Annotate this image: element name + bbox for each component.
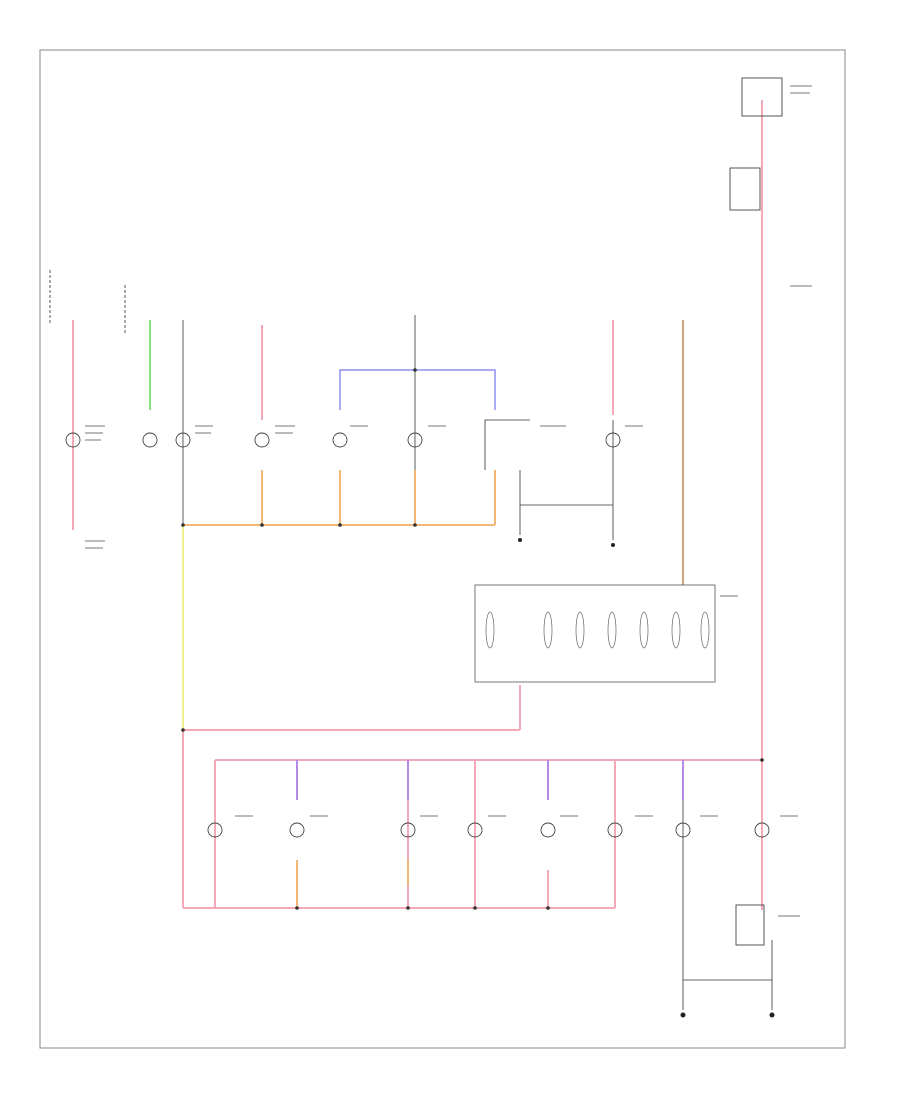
lamp-icon: [289, 822, 305, 838]
label-mark: [310, 815, 328, 817]
switch-icon: [735, 904, 765, 946]
ground-icon: [611, 543, 615, 547]
lamp-icon: [605, 432, 621, 448]
lamp-icon: [675, 822, 691, 838]
lamps: [65, 432, 770, 838]
lamp-icon: [254, 432, 270, 448]
junction-dot: [546, 906, 550, 910]
label-mark: [790, 92, 810, 94]
switch-icon: [729, 167, 761, 211]
label-mark: [780, 815, 798, 817]
lamp-icon: [142, 432, 158, 448]
cluster-lamp-icon: [543, 611, 553, 649]
label-mark: [235, 815, 253, 817]
label-mark: [85, 547, 103, 549]
label-mark: [560, 815, 578, 817]
cluster-lamp-icon: [575, 611, 585, 649]
label-mark: [350, 425, 368, 427]
label-mark: [275, 425, 295, 427]
ground-icon: [769, 1012, 775, 1018]
label-mark: [700, 815, 718, 817]
wires: [72, 100, 763, 910]
label-mark: [720, 595, 738, 597]
black-wiring: [182, 315, 773, 1010]
ground-icon: [518, 538, 522, 542]
lamp-icon: [65, 432, 81, 448]
ground-icon: [680, 1012, 686, 1018]
label-mark: [790, 285, 812, 287]
label-mark: [635, 815, 653, 817]
junction-dot: [181, 523, 185, 527]
junction-dot: [338, 523, 342, 527]
lamp-icon: [467, 822, 483, 838]
lamp-icon: [607, 822, 623, 838]
label-mark: [790, 85, 812, 87]
instrument-cluster-box: [474, 584, 716, 683]
lamp-icon: [407, 432, 423, 448]
label-mark: [625, 425, 643, 427]
wire-blue: [339, 369, 496, 410]
lamp-icon: [754, 822, 770, 838]
label-mark: [85, 540, 105, 542]
cluster-lamps: [485, 611, 710, 649]
label-mark: [778, 915, 800, 917]
junction-dot: [295, 906, 299, 910]
fuse-box-icon: [741, 77, 783, 117]
junctions: [181, 368, 764, 910]
label-mark: [85, 432, 103, 434]
label-mark: [420, 815, 438, 817]
lamp-icon: [332, 432, 348, 448]
label-mark: [540, 425, 566, 427]
label-mark: [488, 815, 506, 817]
cluster-lamp-icon: [485, 611, 495, 649]
label-mark: [195, 425, 213, 427]
lamp-icon: [400, 822, 416, 838]
label-mark: [275, 432, 293, 434]
label-mark: [428, 425, 446, 427]
lamp-icon: [207, 822, 223, 838]
junction-dot: [413, 368, 417, 372]
cluster-lamp-icon: [700, 611, 710, 649]
junction-dot: [181, 728, 185, 732]
illegible-label-marks: [85, 85, 812, 917]
label-mark: [195, 432, 211, 434]
wire-black: [484, 419, 530, 470]
junction-dot: [260, 523, 264, 527]
cluster-lamp-icon: [671, 611, 681, 649]
junction-dot: [760, 758, 764, 762]
lamp-icon: [540, 822, 556, 838]
cluster-lamp-icon: [639, 611, 649, 649]
diagram-frame: [39, 49, 846, 1049]
lamp-icon: [175, 432, 191, 448]
cluster-lamp-icon: [607, 611, 617, 649]
switches: [49, 77, 783, 946]
junction-dot: [413, 523, 417, 527]
grounds: [518, 538, 775, 1018]
junction-dot: [406, 906, 410, 910]
junction-dot: [473, 906, 477, 910]
label-mark: [85, 439, 101, 441]
label-mark: [85, 425, 105, 427]
